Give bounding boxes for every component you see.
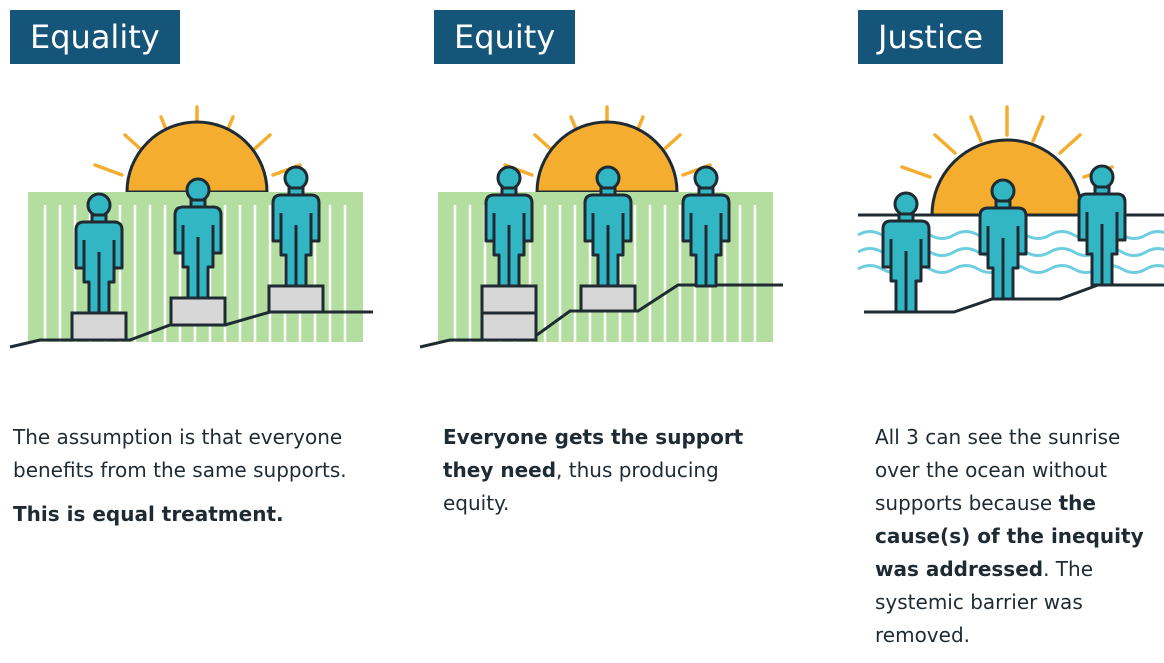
support-box xyxy=(169,296,227,327)
body-text: The assumption is that everyone benefits… xyxy=(13,425,347,482)
body-text: . The systemic barrier was removed. xyxy=(875,557,1094,647)
description-paragraph: Everyone gets the support they need, thu… xyxy=(443,421,783,520)
person-icon xyxy=(1077,164,1127,287)
sun-icon xyxy=(900,105,1114,217)
panel-description-equality: The assumption is that everyone benefits… xyxy=(13,421,353,542)
support-box xyxy=(480,311,538,342)
description-paragraph: All 3 can see the sunrise over the ocean… xyxy=(875,421,1159,652)
panel-description-justice: All 3 can see the sunrise over the ocean… xyxy=(875,421,1159,663)
panel-title-equality: Equality xyxy=(10,10,180,64)
emphasis-text: Everyone gets the support they need xyxy=(443,425,744,482)
equality-illustration xyxy=(9,105,373,349)
person-icon xyxy=(978,178,1028,301)
body-text: All 3 can see the sunrise over the ocean… xyxy=(875,425,1121,515)
description-paragraph: The assumption is that everyone benefits… xyxy=(13,421,353,487)
support-box xyxy=(480,284,538,315)
ground-line xyxy=(419,283,783,349)
panel-title-justice: Justice xyxy=(858,10,1004,64)
justice-illustration xyxy=(857,105,1164,314)
panel-description-equity: Everyone gets the support they need, thu… xyxy=(443,421,783,531)
body-text: , thus producing equity. xyxy=(443,458,719,515)
equity-illustration xyxy=(419,105,783,349)
person-icon xyxy=(271,165,321,288)
person-icon xyxy=(173,177,223,300)
person-icon xyxy=(681,165,731,288)
person-icon xyxy=(74,192,124,315)
person-icon xyxy=(484,165,534,288)
support-box xyxy=(267,284,325,314)
person-icon xyxy=(583,165,633,288)
support-box xyxy=(579,284,637,313)
emphasis-text: the cause(s) of the inequity was address… xyxy=(875,491,1144,581)
person-icon xyxy=(881,191,931,314)
support-box xyxy=(70,311,128,342)
description-paragraph: This is equal treatment. xyxy=(13,498,353,531)
emphasis-text: This is equal treatment. xyxy=(13,502,284,526)
panel-title-equity: Equity xyxy=(434,10,576,64)
